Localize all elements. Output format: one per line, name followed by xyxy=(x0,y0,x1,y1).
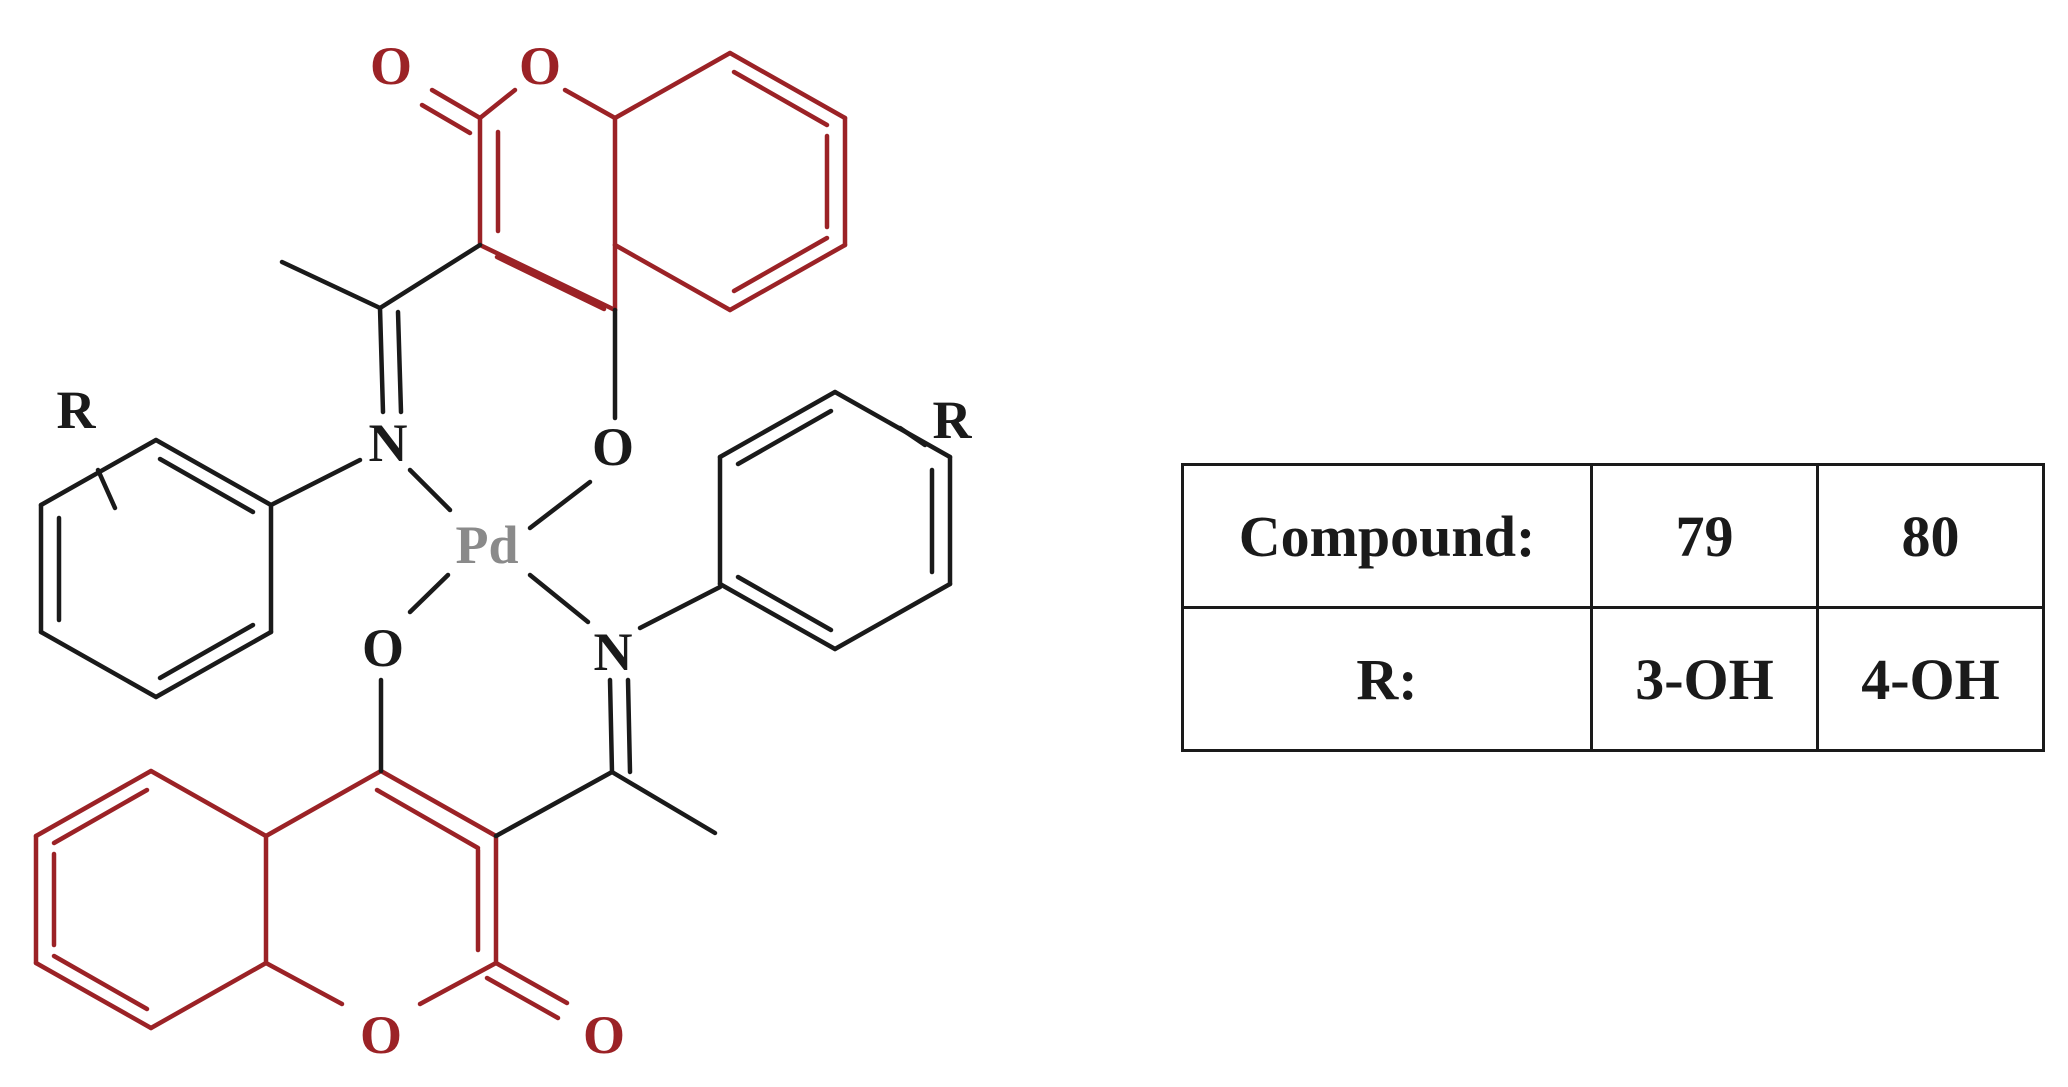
top-ring-oxygen-label: O xyxy=(519,36,561,96)
table-row: R: 3-OH 4-OH xyxy=(1181,606,2045,752)
right-phenyl-ring xyxy=(717,389,953,652)
top-coumarin-bonds xyxy=(419,50,848,313)
palladium-complex-structure: O O O N Pd O N O O R R xyxy=(33,36,973,1065)
top-imine-nitrogen-label: N xyxy=(369,413,408,473)
table-cell-r-80: 4-OH xyxy=(1816,606,2045,752)
bottom-carbonyl-oxygen-label: O xyxy=(583,1005,625,1065)
bottom-imine-nitrogen-label: N xyxy=(594,622,633,682)
bottom-phenolate-oxygen-label: O xyxy=(362,618,404,678)
table-cell-r-79: 3-OH xyxy=(1590,606,1819,752)
palladium-label: Pd xyxy=(455,515,518,575)
ligand-backbone-bonds xyxy=(268,242,723,839)
table-cell-compound-label: Compound: xyxy=(1181,463,1593,609)
table-cell-compound-79: 79 xyxy=(1590,463,1819,609)
bottom-ring-oxygen-label: O xyxy=(360,1005,402,1065)
substituent-table: Compound: 79 80 R: 3-OH 4-OH xyxy=(1181,463,2045,752)
top-carbonyl-oxygen-label: O xyxy=(370,36,412,96)
bottom-coumarin-bonds xyxy=(33,768,570,1031)
right-r-substituent-label: R xyxy=(933,390,973,450)
table-cell-compound-80: 80 xyxy=(1816,463,2045,609)
table-row: Compound: 79 80 xyxy=(1181,463,2045,609)
left-phenyl-ring xyxy=(38,437,274,700)
top-phenolate-oxygen-label: O xyxy=(592,417,634,477)
left-r-substituent-label: R xyxy=(57,380,97,440)
table-cell-r-label: R: xyxy=(1181,606,1593,752)
